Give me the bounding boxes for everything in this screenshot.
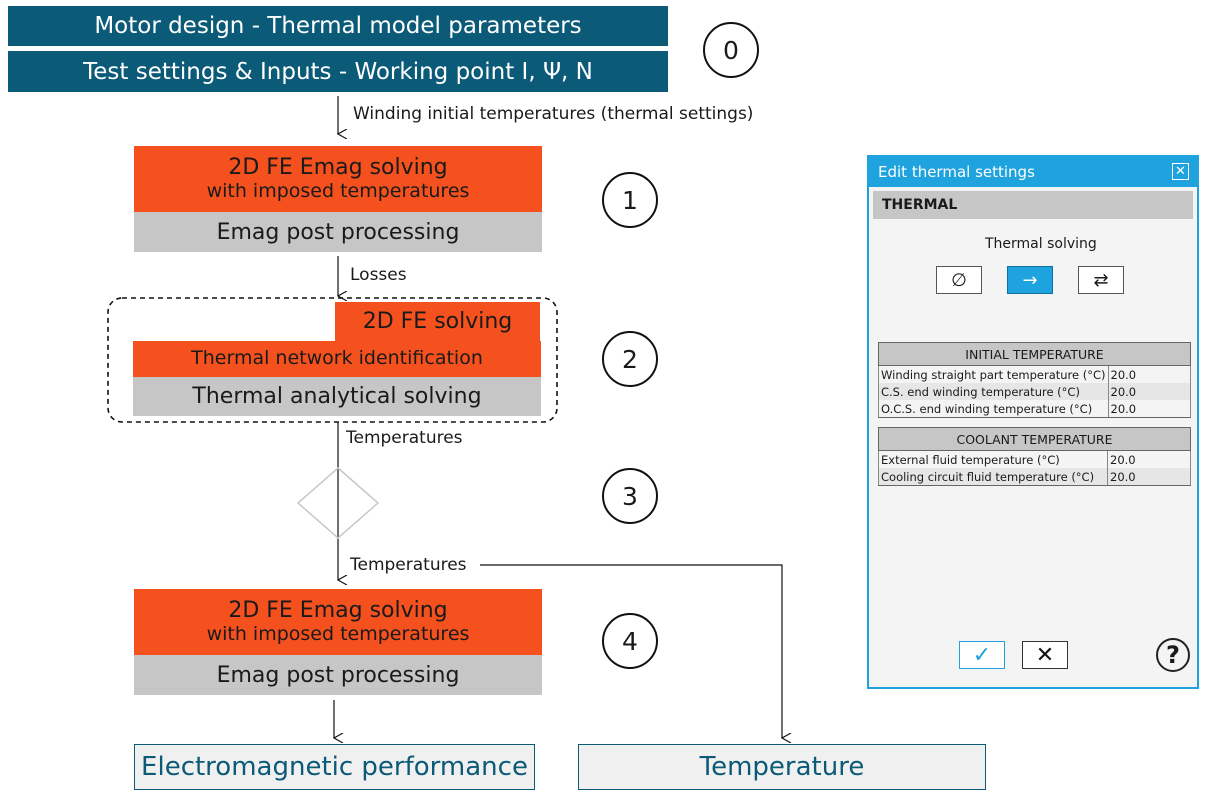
cancel-icon: ✕ (1035, 642, 1055, 668)
none-icon: ∅ (951, 269, 967, 291)
initial-temperature-table: INITIAL TEMPERATURE Winding straight par… (878, 342, 1191, 418)
dialog-titlebar: Edit thermal settings (869, 157, 1197, 187)
block1-post-processing: Emag post processing (134, 212, 542, 252)
table-row: Cooling circuit fluid temperature (°C) 2… (878, 468, 1191, 486)
block2-network-identification: Thermal network identification (133, 341, 541, 377)
block4-subtitle: with imposed temperatures (206, 622, 470, 645)
initial-temperatures-label: Winding initial temperatures (thermal se… (353, 104, 754, 124)
param-label: Winding straight part temperature (°C) (878, 365, 1109, 383)
cancel-button[interactable]: ✕ (1022, 641, 1068, 669)
step-2-badge: 2 (602, 331, 658, 387)
close-icon[interactable]: ✕ (1172, 163, 1189, 180)
motor-design-bar: Motor design - Thermal model parameters (8, 6, 668, 46)
test-settings-bar: Test settings & Inputs - Working point I… (8, 51, 668, 92)
step-1-badge: 1 (602, 172, 658, 228)
block2-fe-solving: 2D FE solving (335, 302, 540, 342)
solving-none-button[interactable]: ∅ (936, 266, 982, 294)
two-way-arrows-icon: ⇄ (1093, 269, 1109, 291)
dialog-title: Edit thermal settings (878, 163, 1035, 181)
arrow-to-temperature (480, 564, 782, 738)
temperatures-label-1: Temperatures (346, 428, 463, 448)
coolant-temperature-table: COOLANT TEMPERATURE External fluid tempe… (878, 427, 1191, 486)
ok-button[interactable]: ✓ (959, 641, 1005, 669)
table-row: O.C.S. end winding temperature (°C) 20.0 (878, 400, 1191, 418)
table-row: External fluid temperature (°C) 20.0 (878, 450, 1191, 468)
block1-title: 2D FE Emag solving (228, 155, 448, 181)
block1-subtitle: with imposed temperatures (206, 179, 470, 202)
block4-emag-solving: 2D FE Emag solving with imposed temperat… (134, 589, 542, 655)
one-way-arrow-icon: → (1022, 269, 1038, 291)
thermal-section-header: THERMAL (873, 191, 1193, 219)
losses-label: Losses (350, 265, 407, 285)
electromagnetic-performance-output: Electromagnetic performance (134, 744, 535, 790)
table-row: C.S. end winding temperature (°C) 20.0 (878, 383, 1191, 400)
temperatures-label-2: Temperatures (350, 555, 467, 575)
param-label: O.C.S. end winding temperature (°C) (878, 400, 1109, 418)
param-value-input[interactable]: 20.0 (1107, 383, 1191, 400)
param-label: Cooling circuit fluid temperature (°C) (878, 468, 1108, 486)
step-3-badge: 3 (602, 468, 658, 524)
help-icon[interactable]: ? (1156, 638, 1190, 672)
solving-one-way-button[interactable]: → (1007, 266, 1053, 294)
param-value-input[interactable]: 20.0 (1107, 400, 1191, 418)
solving-two-way-button[interactable]: ⇄ (1078, 266, 1124, 294)
param-value-input[interactable]: 20.0 (1107, 365, 1191, 383)
initial-temperature-header: INITIAL TEMPERATURE (878, 342, 1191, 366)
thermal-group-outline (107, 297, 558, 423)
step-4-badge: 4 (602, 613, 658, 669)
check-icon: ✓ (972, 642, 992, 668)
param-value-input[interactable]: 20.0 (1107, 450, 1191, 468)
thermal-solving-label: Thermal solving (985, 236, 1097, 252)
decision-diamond (296, 467, 380, 539)
block4-title: 2D FE Emag solving (228, 598, 448, 624)
step-0-badge: 0 (703, 22, 759, 78)
block4-post-processing: Emag post processing (134, 655, 542, 695)
param-value-input[interactable]: 20.0 (1107, 468, 1191, 486)
edit-thermal-settings-dialog: Edit thermal settings ✕ THERMAL Thermal … (867, 155, 1199, 689)
coolant-temperature-header: COOLANT TEMPERATURE (878, 427, 1191, 451)
table-row: Winding straight part temperature (°C) 2… (878, 365, 1191, 383)
param-label: External fluid temperature (°C) (878, 450, 1108, 468)
temperature-output: Temperature (578, 744, 986, 790)
help-glyph: ? (1166, 641, 1180, 669)
block1-emag-solving: 2D FE Emag solving with imposed temperat… (134, 146, 542, 212)
block2-analytical-solving: Thermal analytical solving (133, 377, 541, 416)
param-label: C.S. end winding temperature (°C) (878, 383, 1109, 400)
